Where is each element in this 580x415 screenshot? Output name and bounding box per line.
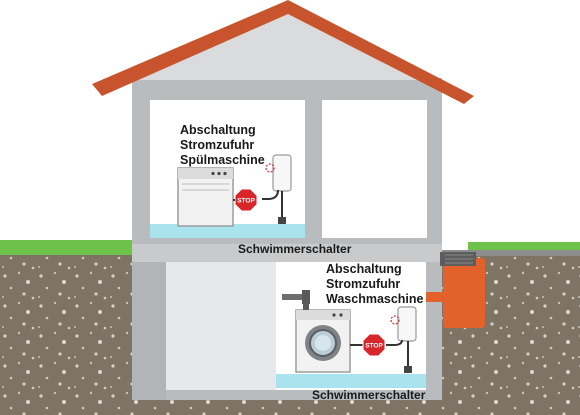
washing-machine [295,309,351,373]
float-switch-label-upper: Schwimmerschalter [238,242,352,256]
grass-left [0,240,132,255]
power-cable-basement [386,339,403,346]
stop-sign-basement-text: STOP [365,343,383,350]
power-cable-upper [262,189,279,200]
basement-outer-wall-left [132,262,166,400]
stop-sign-basement: STOP [362,333,386,357]
gable-wall [132,8,442,80]
upper-label: Abschaltung Stromzufuhr Spülmaschine [180,123,265,167]
upper-right-room [322,100,427,238]
basement-left-room [166,262,276,390]
water-tap [282,290,310,310]
stop-sign-upper-text: STOP [237,198,255,205]
float-switch-basement [404,366,412,373]
pavement-strip [430,250,580,256]
wall-socket-upper [265,154,292,192]
basement-label: Abschaltung Stromzufuhr Waschmaschine [326,262,424,306]
water-basement [276,374,426,388]
stop-sign-upper: STOP [234,188,258,212]
drain-box [426,252,485,328]
roof [92,0,474,104]
floor-slab [132,244,442,262]
dishwasher [177,167,234,227]
float-switch-label-basement: Schwimmerschalter [312,388,426,402]
float-switch-upper [278,217,286,224]
water-upper [150,224,305,238]
